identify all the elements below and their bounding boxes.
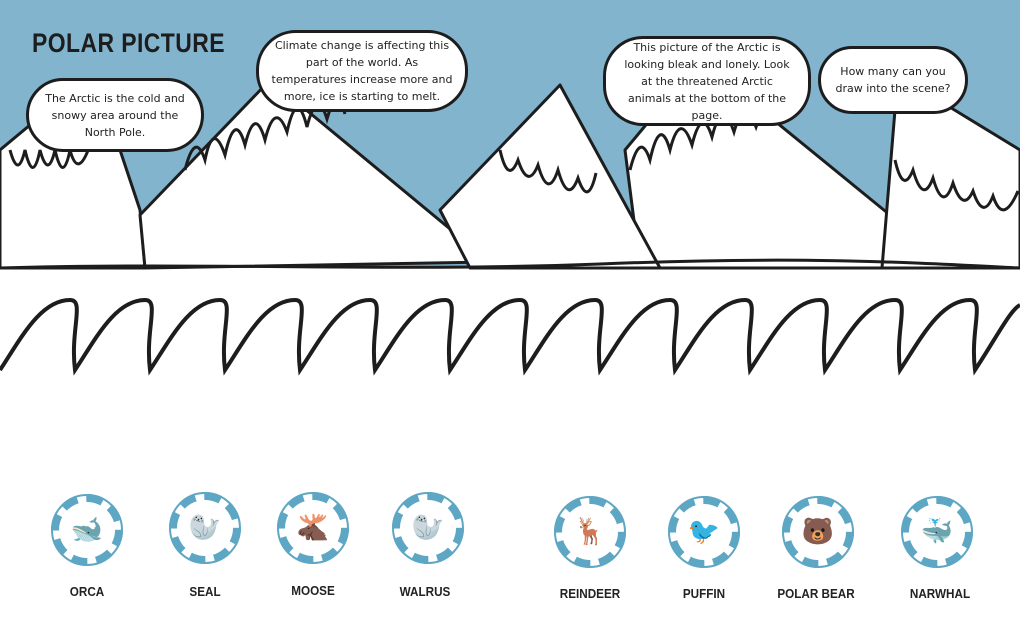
page-title: POLAR PICTURE	[32, 28, 225, 58]
reindeer-icon: 🦌	[554, 496, 626, 568]
ocean-waves	[0, 297, 1020, 376]
cloud-text: Climate change is affecting this part of…	[271, 39, 453, 103]
cloud-text: The Arctic is the cold and snowy area ar…	[45, 91, 185, 139]
orca-icon: 🐋	[51, 494, 123, 566]
animal-label: MOOSE	[291, 583, 335, 598]
info-cloud-climate: Climate change is affecting this part of…	[256, 30, 468, 112]
seal-icon: 🦭	[169, 492, 241, 564]
polar-bear-icon: 🐻	[782, 496, 854, 568]
animal-label: WALRUS	[399, 584, 451, 599]
walrus-icon: 🦭	[392, 492, 464, 564]
info-cloud-question: How many can you draw into the scene?	[818, 46, 968, 114]
animal-label: POLAR BEAR	[777, 586, 855, 601]
animal-label: NARWHAL	[909, 586, 971, 601]
info-cloud-arctic: The Arctic is the cold and snowy area ar…	[26, 78, 204, 152]
cloud-text: How many can you draw into the scene?	[835, 65, 951, 95]
animal-label: PUFFIN	[682, 586, 726, 601]
animal-label: REINDEER	[559, 586, 621, 601]
cloud-text: This picture of the Arctic is looking bl…	[624, 40, 790, 122]
mountain-3	[438, 83, 662, 270]
mountains	[0, 58, 1020, 270]
animal-label: ORCA	[69, 584, 105, 599]
narwhal-icon: 🐳	[901, 496, 973, 568]
info-cloud-bleak: This picture of the Arctic is looking bl…	[603, 36, 811, 126]
horizon-line	[0, 258, 1020, 270]
moose-icon: 🫎	[277, 492, 349, 564]
puffin-icon: 🐦	[668, 496, 740, 568]
animal-label: SEAL	[189, 584, 221, 599]
